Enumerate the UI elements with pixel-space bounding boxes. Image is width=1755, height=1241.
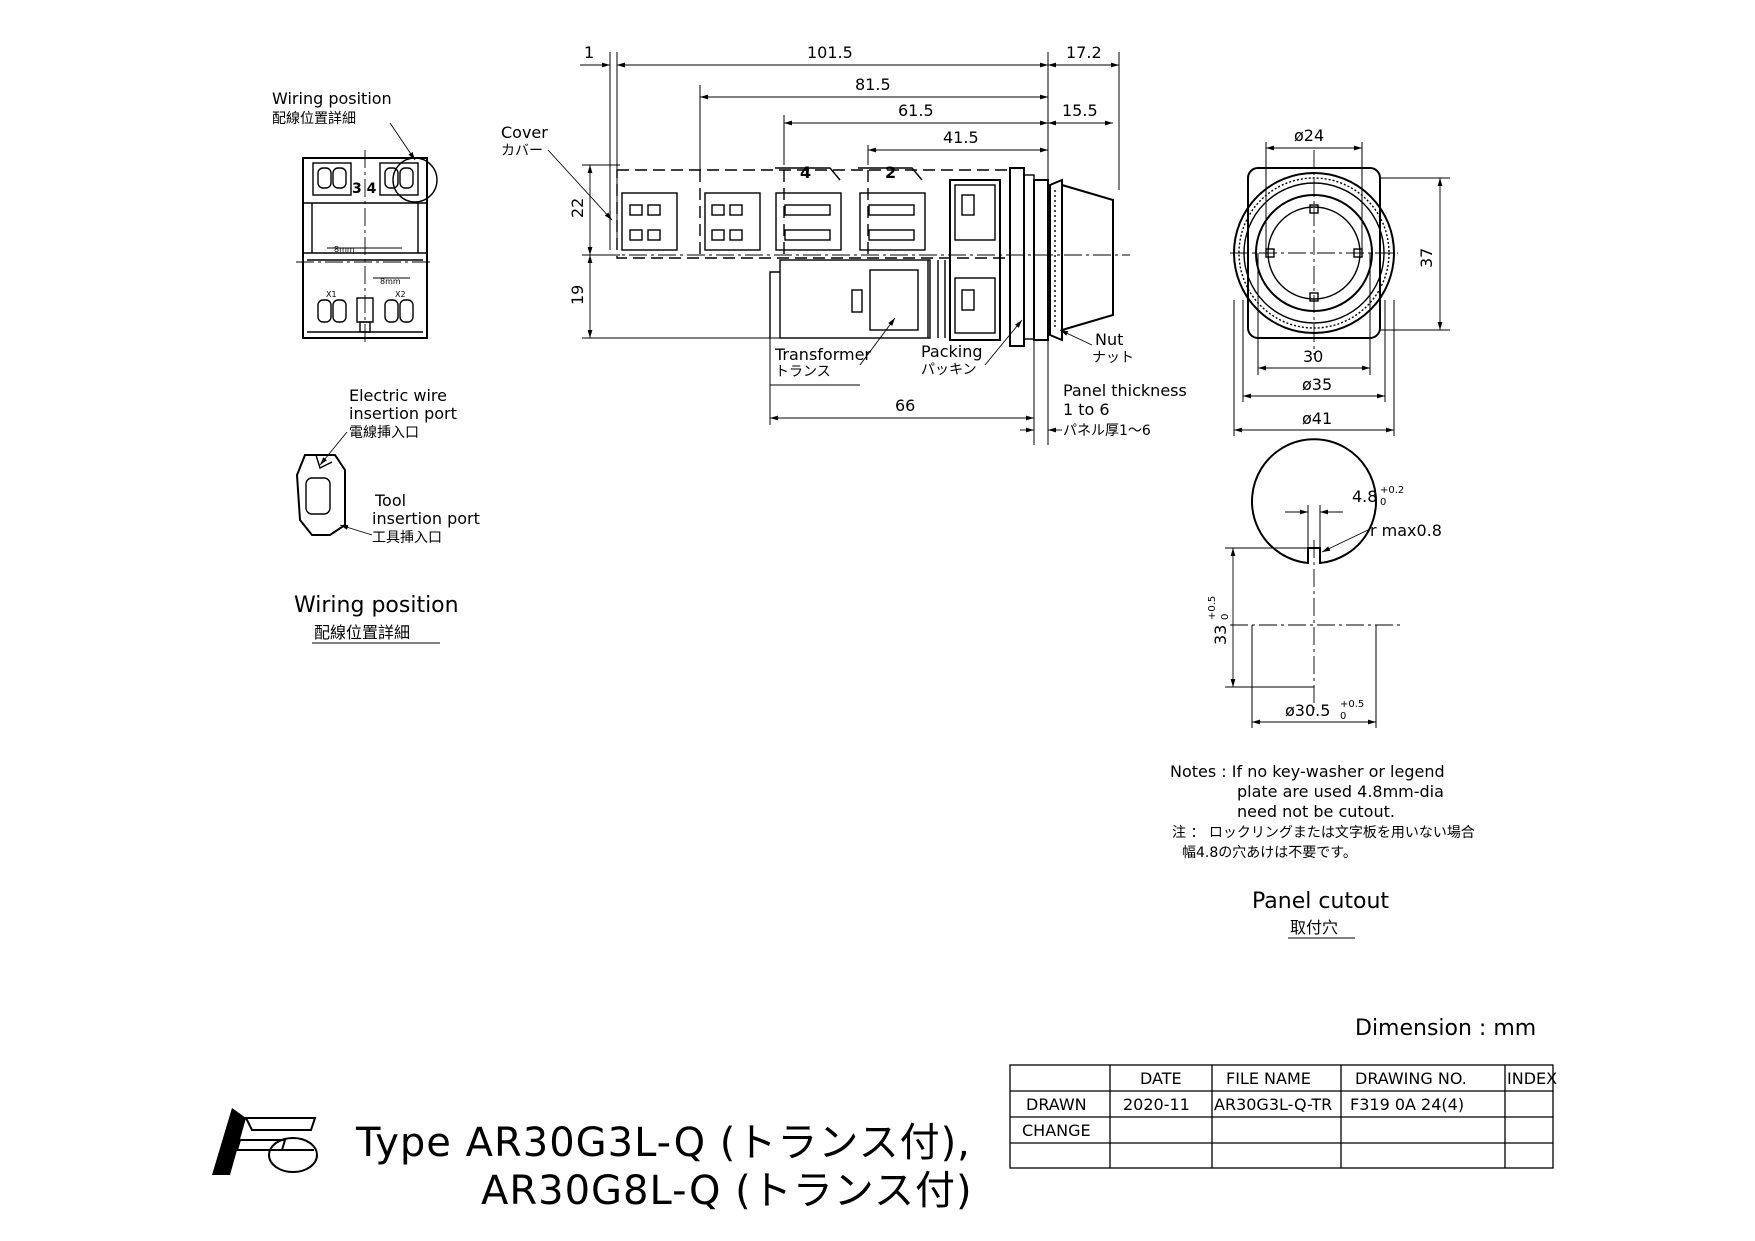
top-terminal-slots [312,162,419,196]
dim-61-5: 61.5 [898,101,934,120]
lens-head [1061,183,1114,332]
cutout-caption-ja: 取付穴 [1290,918,1338,937]
notes-line-1: Notes : If no key-washer or legend [1170,762,1445,781]
cutout-tol-30-5-up: +0.5 [1340,699,1364,710]
nut-label-en: Nut [1095,330,1123,349]
transformer-label-en: Transformer [774,345,871,364]
cover-outline [616,169,1011,259]
module-4-label: 4 [800,163,811,182]
nut [1049,178,1063,342]
cutout-rmax: r max0.8 [1370,521,1442,540]
wiring-position-detail: Wiring position 配線位置詳細 3 4 [272,89,438,345]
panel-cutout: 4.8 +0.2 0 r max0.8 33 +0.5 0 ø30.5 +0.5… [1207,438,1442,939]
front-phi41: ø41 [1302,409,1332,428]
dim-81-5: 81.5 [855,75,891,94]
type-title-line-1: Type AR30G3L-Q (トランス付), [355,1120,971,1166]
gap-8mm-a: 8mm [334,245,355,254]
cutout-tol-4-8-low: 0 [1380,497,1386,508]
tbl-header-drawing-no: DRAWING NO. [1355,1069,1467,1088]
notes-line-5: 幅4.8の穴あけは不要です。 [1182,845,1357,861]
tbl-header-file-name: FILE NAME [1226,1069,1311,1088]
panel-thickness-en-1: Panel thickness [1063,381,1187,400]
dim-1: 1 [584,43,594,62]
tbl-row-drawn-date: 2020-11 [1123,1095,1190,1114]
detail-circle [392,157,438,203]
dim-19: 19 [568,285,587,305]
company-logo [212,1108,318,1175]
electric-wire-ja: 電線挿入口 [349,425,419,441]
notes: Notes : If no key-washer or legend plate… [1170,762,1475,861]
tbl-row-drawn-label: DRAWN [1026,1095,1087,1114]
cutout-dia-30-5: ø30.5 [1285,701,1330,720]
tbl-header-date: DATE [1140,1069,1182,1088]
cutout-tol-30-5-low: 0 [1340,711,1346,722]
side-view: 1 101.5 17.2 81.5 61.5 15.5 41.5 22 19 C… [501,43,1187,445]
title-block: DATE FILE NAME DRAWING NO. INDEX DRAWN 2… [1009,1064,1557,1169]
panel-thickness-ja: パネル厚1～6 [1063,423,1151,439]
dim-41-5: 41.5 [943,128,979,147]
gap-8mm-b: 8mm [380,277,401,286]
cutout-tol-33-low: 0 [1220,614,1231,620]
dimension-unit: Dimension : mm [1355,1016,1536,1041]
cutout-tol-33-up: +0.5 [1207,596,1218,620]
front-view: ø24 37 30 ø35 ø41 [1230,126,1450,436]
cover-label-ja: カバー [501,143,543,159]
cutout-tol-4-8-up: +0.2 [1380,485,1404,496]
wiring-position-label-en: Wiring position [272,89,392,108]
flange [1009,167,1025,347]
cutout-height-33: 33 [1211,625,1230,645]
terminal-x1-label: X1 [326,290,337,299]
front-d30: 30 [1303,347,1323,366]
module-2-label: 2 [885,163,896,182]
notes-line-3: need not be cutout. [1237,802,1395,821]
notes-line-2: plate are used 4.8mm-dia [1237,782,1444,801]
dim-66: 66 [895,396,915,415]
transformer-label-ja: トランス [775,364,831,380]
tool-ja: 工具挿入口 [372,530,442,546]
dim-17-2: 17.2 [1066,43,1102,62]
base-unit [949,179,1001,341]
terminal-x2-label: X2 [395,290,406,299]
cover-label-en: Cover [501,123,548,142]
wiring-leader [389,122,416,161]
port-caption-en: Wiring position [294,593,459,618]
notes-line-4: 注 ： ロックリングまたは文字板を用いない場合 [1172,825,1475,841]
front-d37: 37 [1417,248,1436,268]
contact-modules [621,167,926,251]
packing [1023,174,1035,340]
electric-wire-en-1: Electric wire [349,386,447,405]
port-caption-ja: 配線位置詳細 [314,623,410,642]
bottom-terminal-slots [317,297,414,333]
tbl-row-change-label: CHANGE [1022,1121,1091,1140]
dim-22: 22 [568,198,587,218]
panel-thickness-en-2: 1 to 6 [1063,400,1110,419]
tbl-row-drawn-file: AR30G3L-Q-TR [1214,1095,1332,1114]
tool-port-slot [305,477,331,515]
dim-15-5: 15.5 [1062,101,1098,120]
transformer-block [779,259,931,339]
port-detail: Electric wire insertion port 電線挿入口 Tool … [294,386,480,644]
terminal-34-label: 3 4 [352,181,377,197]
packing-label-en: Packing [921,342,983,361]
tool-en-1: Tool [374,491,406,510]
cutout-width-4-8: 4.8 [1352,487,1377,506]
dim-101-5: 101.5 [807,43,853,62]
port-outline [295,454,346,536]
wiring-position-label-ja: 配線位置詳細 [272,111,356,127]
electric-wire-en-2: insertion port [349,404,457,423]
cutout-caption-en: Panel cutout [1252,889,1389,914]
nut-label-ja: ナット [1092,350,1134,366]
tbl-header-index: INDEX [1507,1069,1557,1088]
cutout-outline [1251,438,1377,565]
tool-en-2: insertion port [372,509,480,528]
panel [1033,179,1049,341]
tbl-row-drawn-drawing-no: F319 0A 24(4) [1350,1095,1464,1114]
front-phi35: ø35 [1302,375,1332,394]
packing-label-ja: パッキン [921,362,977,378]
type-title-line-2: AR30G8L-Q (トランス付) [481,1168,973,1214]
front-phi24: ø24 [1294,126,1324,145]
